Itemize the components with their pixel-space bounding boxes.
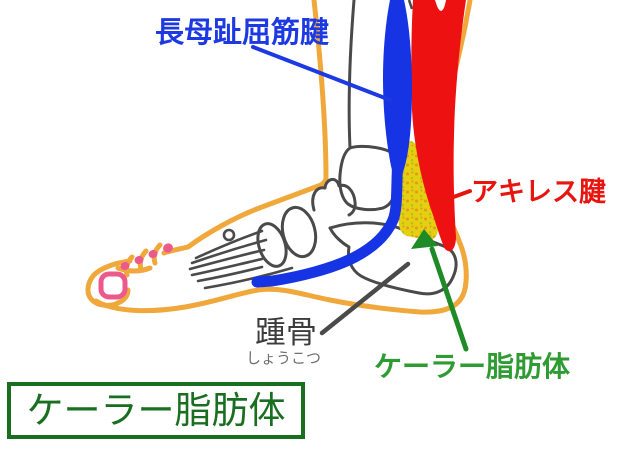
- tibia-bone: [347, 0, 356, 150]
- flexor-hallucis-longus-label: 長母趾屈筋腱: [155, 15, 330, 49]
- calcaneus-furigana: しょうこつ: [246, 349, 322, 367]
- navicular-bone: [280, 205, 318, 259]
- flexor-pointer-line: [251, 45, 392, 102]
- tibia-distal-end: [338, 144, 399, 212]
- achilles-tendon-shape: [411, 0, 466, 252]
- toenails: [98, 243, 173, 300]
- achilles-pointer-line: [435, 189, 472, 205]
- flexor-hallucis-longus-tendon-shape: [251, 0, 412, 288]
- kager-fat-pad-arrow: [411, 229, 469, 352]
- achilles-tendon-label: アキレス腱: [471, 177, 606, 208]
- tarsal-detail: [222, 228, 236, 242]
- calcaneus-label: 踵骨: [255, 315, 317, 351]
- kager-fat-pad-label: ケーラー脂肪体: [374, 350, 571, 383]
- metatarsal-bones: [188, 229, 294, 290]
- talus-bone: [311, 178, 357, 217]
- title-box-text: ケーラー脂肪体: [26, 389, 286, 432]
- bone-sketch: [188, 0, 458, 296]
- calcaneus-pointer-line: [319, 261, 411, 336]
- kager-fat-pad-shape: [398, 140, 439, 240]
- cuneiform-bone: [256, 222, 288, 268]
- title-box: ケーラー脂肪体: [7, 382, 305, 439]
- fibula-line-tip: [407, 0, 414, 10]
